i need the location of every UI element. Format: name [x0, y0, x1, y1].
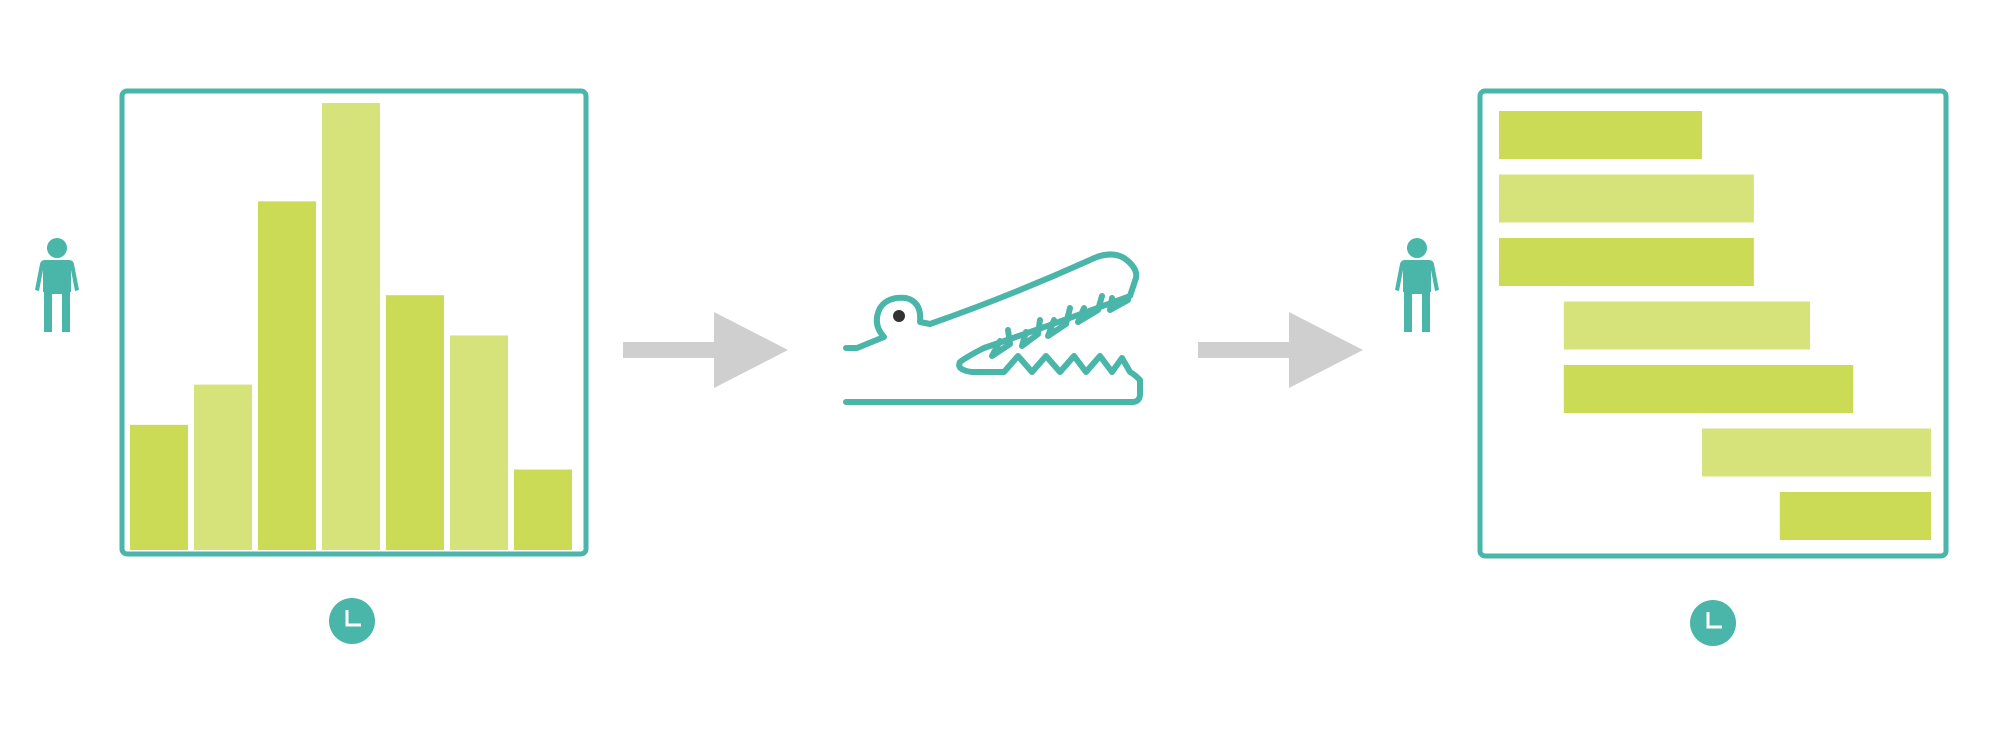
- vertical-bar: [258, 201, 316, 550]
- horizontal-bar: [1563, 301, 1811, 350]
- arrow-right-icon: [1198, 312, 1363, 388]
- horizontal-bar: [1702, 428, 1931, 477]
- right-bar-chart: [1499, 111, 1931, 540]
- person-head: [47, 238, 67, 258]
- left-bar-chart: [130, 103, 572, 550]
- person-body: [1395, 260, 1439, 332]
- vertical-bar: [194, 384, 252, 550]
- left-panel-frame: [119, 88, 589, 557]
- clock-hands: [1706, 612, 1722, 629]
- horizontal-bar: [1499, 238, 1754, 286]
- person-head: [1407, 238, 1427, 258]
- clock-face: [329, 598, 375, 644]
- vertical-bar: [514, 469, 572, 550]
- horizontal-bar: [1499, 174, 1754, 223]
- person-icon: [35, 238, 79, 332]
- clock-icon: [1690, 600, 1736, 646]
- right-panel-frame: [1477, 88, 1949, 559]
- horizontal-bar: [1779, 492, 1931, 540]
- clock-face: [1690, 600, 1736, 646]
- person-body: [35, 260, 79, 332]
- crocodile-icon: [843, 251, 1143, 405]
- vertical-bar: [386, 295, 444, 550]
- vertical-bar: [450, 335, 508, 550]
- horizontal-bar: [1499, 111, 1703, 159]
- arrow-right-icon: [623, 312, 788, 388]
- vertical-bar: [322, 103, 380, 550]
- vertical-bar: [130, 424, 188, 550]
- person-icon: [1395, 238, 1439, 332]
- clock-icon: [329, 598, 375, 644]
- clock-hands: [345, 610, 361, 627]
- horizontal-bar: [1563, 365, 1854, 413]
